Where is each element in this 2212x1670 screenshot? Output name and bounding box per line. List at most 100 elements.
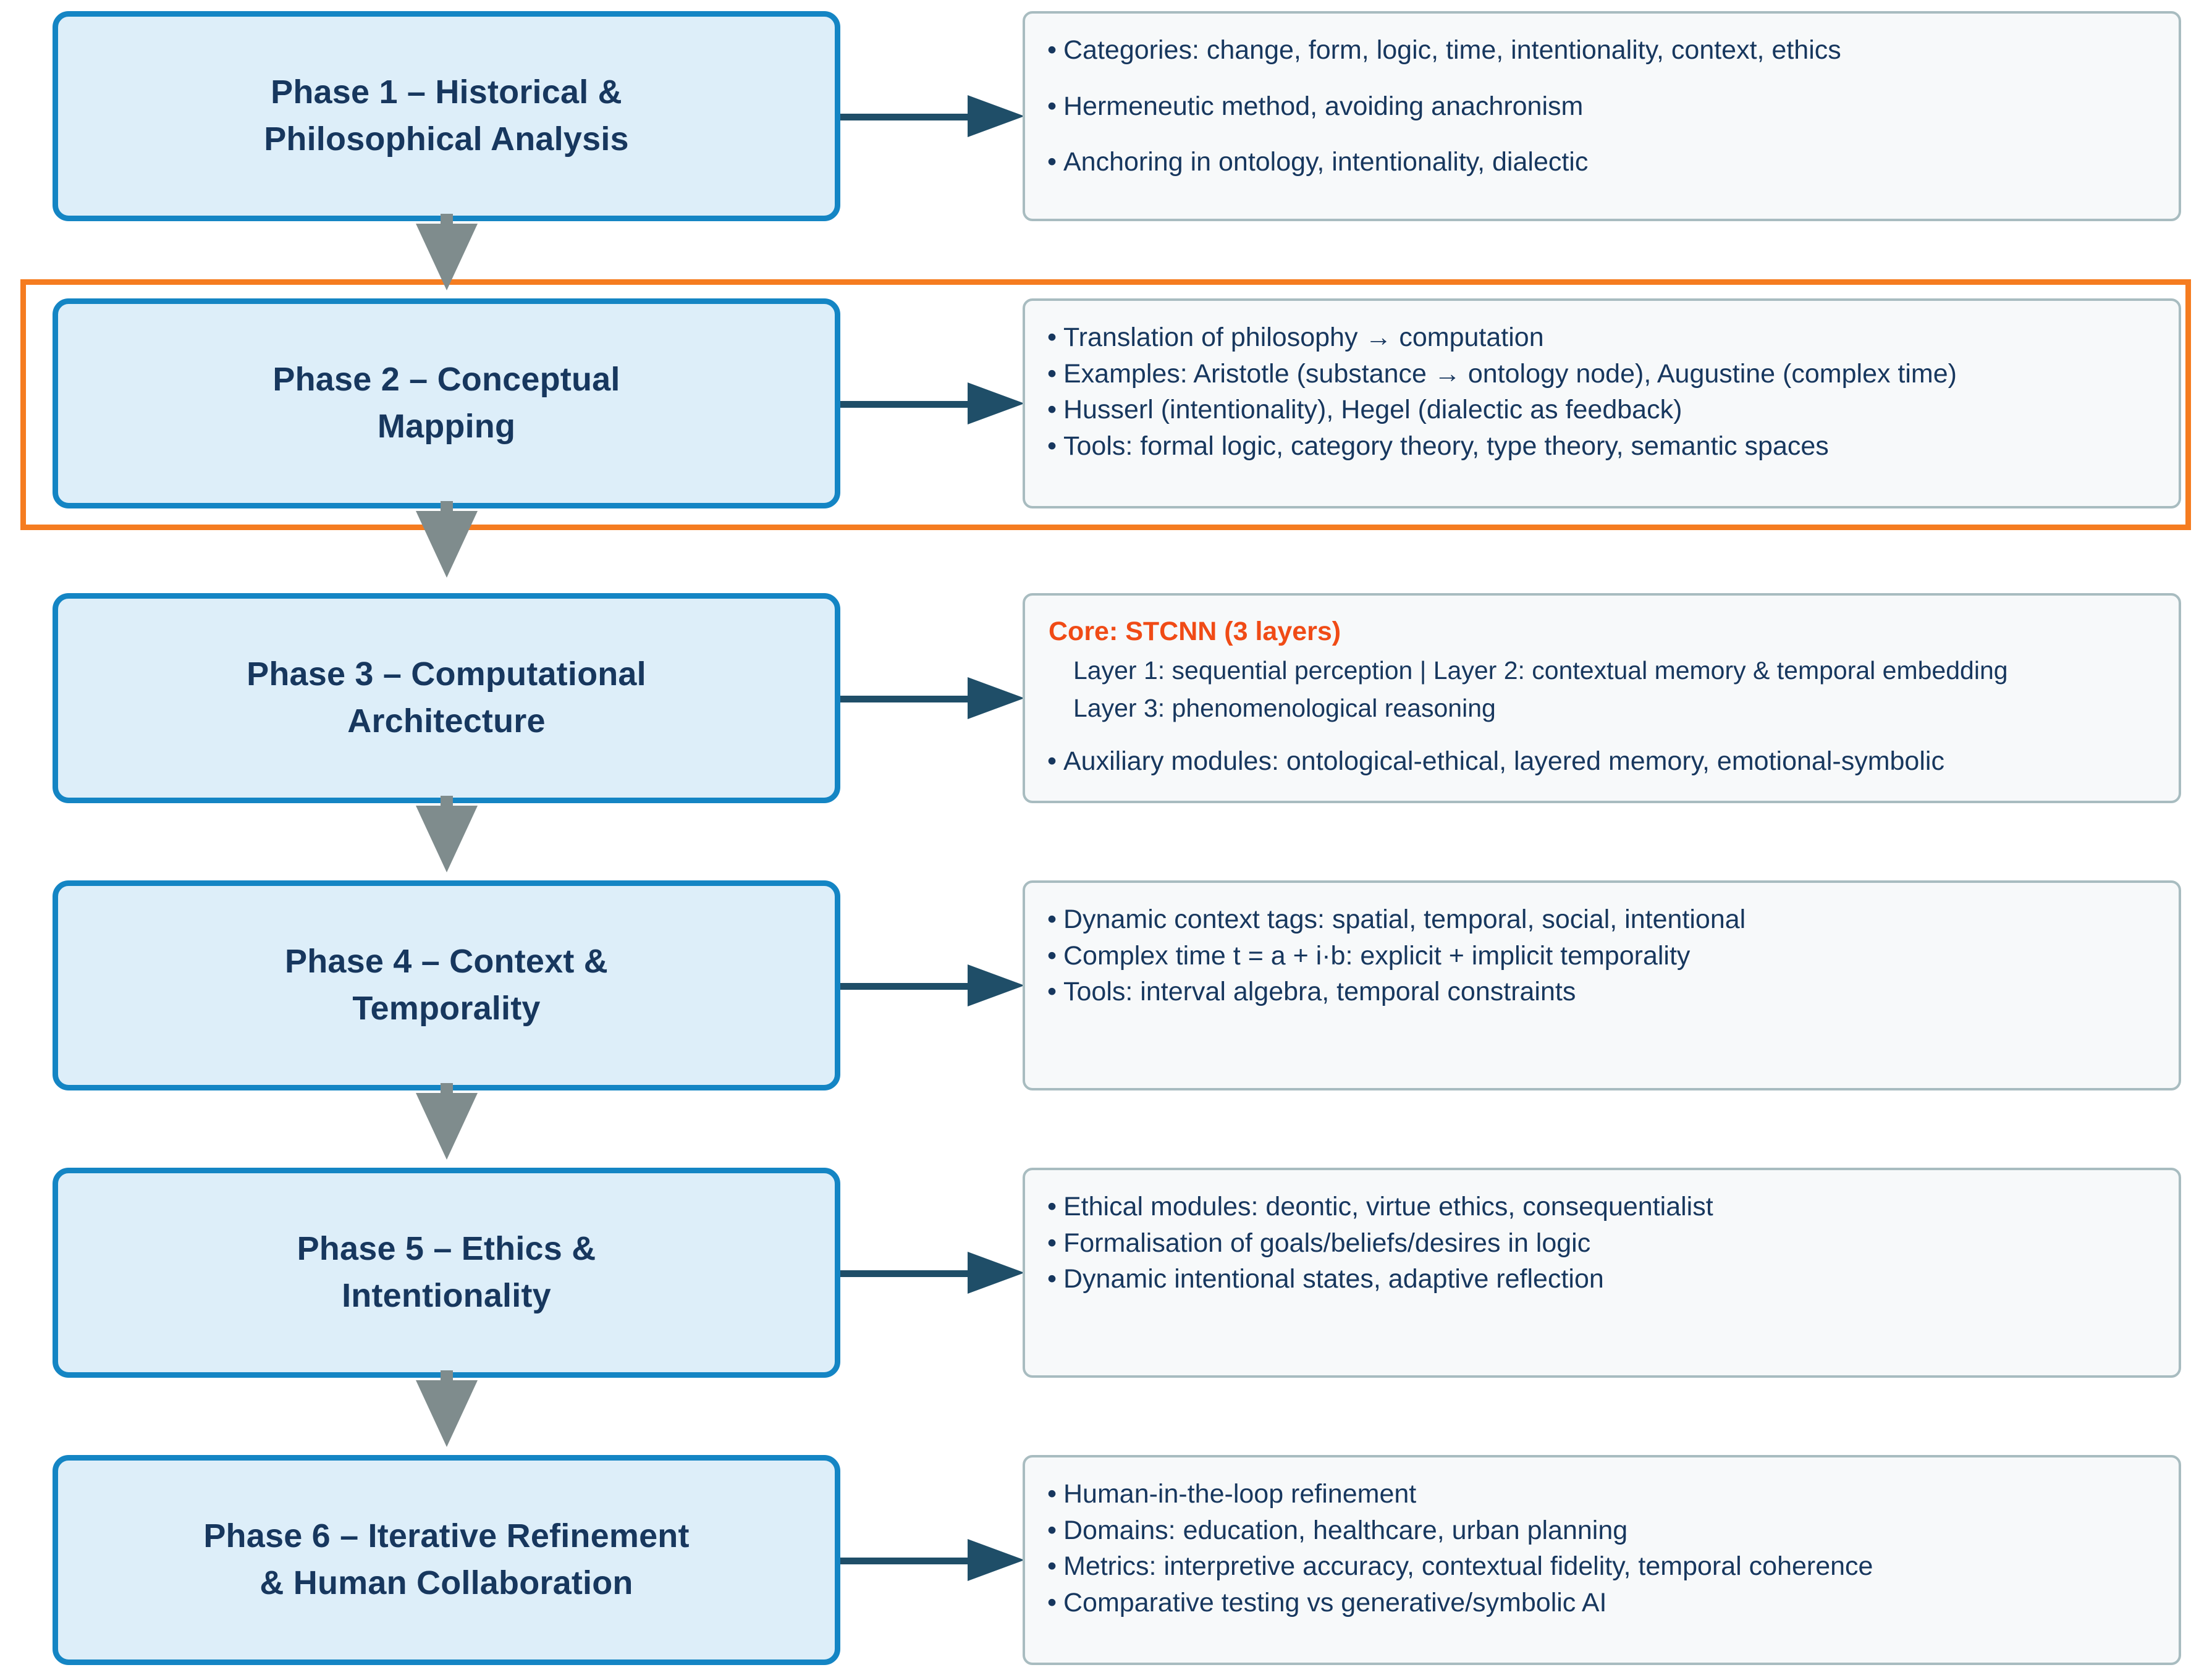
phase-to-detail-arrow-icon [840, 95, 1026, 137]
flow-arrow-down-icon [416, 501, 478, 578]
detail-bullet: •Comparative testing vs generative/symbo… [1047, 1587, 2156, 1619]
phase-title-line-2: Intentionality [342, 1277, 551, 1314]
bullet-dot-icon: • [1047, 1264, 1057, 1294]
phase-to-detail-arrow-icon [840, 1252, 1026, 1294]
bullet-text: Husserl (intentionality), Hegel (dialect… [1063, 395, 1682, 425]
phase-to-detail-arrow-icon [840, 382, 1026, 424]
detail-bullet: •Ethical modules: deontic, virtue ethics… [1047, 1191, 2156, 1223]
phase-to-detail-arrow-icon [840, 964, 1026, 1006]
bullet-dot-icon: • [1047, 323, 1057, 352]
phase-title-line-2: Temporality [352, 990, 541, 1027]
detail-box-2: •Translation of philosophy → computation… [1023, 298, 2181, 508]
bullet-dot-icon: • [1047, 1515, 1057, 1545]
detail-bullet: •Domains: education, healthcare, urban p… [1047, 1515, 2156, 1547]
flow-arrow-down-icon [416, 1083, 478, 1160]
flow-arrow-down-icon [416, 1370, 478, 1447]
flow-arrow-down-icon [416, 796, 478, 872]
bullet-dot-icon: • [1047, 1228, 1057, 1258]
bullet-text: Tools: formal logic, category theory, ty… [1063, 431, 1829, 461]
bullet-text: Metrics: interpretive accuracy, contextu… [1063, 1551, 1873, 1582]
detail-bullet: •Dynamic context tags: spatial, temporal… [1047, 904, 2156, 936]
detail-box-6: •Human-in-the-loop refinement•Domains: e… [1023, 1455, 2181, 1665]
core-heading: Core: STCNN (3 layers) [1049, 617, 1341, 646]
phase-row: Phase 1 – Historical & Philosophical Anal… [0, 11, 2212, 221]
phase-title-line-1: Phase 6 – Iterative Refinement [203, 1517, 690, 1555]
core-subline: Layer 1: sequential perception | Layer 2… [1073, 656, 2008, 685]
bullet-dot-icon: • [1047, 1192, 1057, 1221]
phase-to-detail-arrow-icon [840, 1539, 1026, 1581]
phase-title-line-2: Architecture [347, 702, 546, 740]
bullet-dot-icon: • [1047, 977, 1057, 1007]
bullet-text: Domains: education, healthcare, urban pl… [1063, 1515, 1628, 1545]
bullet-dot-icon: • [1047, 147, 1057, 177]
bullet-dot-icon: • [1047, 940, 1057, 971]
phase-title: Phase 4 – Context &Temporality [270, 938, 623, 1032]
detail-box-3: Core: STCNN (3 layers) Layer 1: sequentia… [1023, 593, 2181, 803]
detail-box-5: •Ethical modules: deontic, virtue ethics… [1023, 1168, 2181, 1378]
bullet-dot-icon: • [1047, 1551, 1057, 1582]
phase-to-detail-arrow-icon [840, 677, 1026, 719]
bullet-text: Complex time t = a + i·b: explicit + imp… [1063, 940, 1691, 971]
phase-box-6[interactable]: Phase 6 – Iterative Refinement & Human Co… [53, 1455, 840, 1665]
bullet-text: Anchoring in ontology, intentionality, d… [1063, 147, 1589, 177]
bullet-text: Comparative testing vs generative/symbol… [1063, 1587, 1607, 1617]
phase-row: Phase 4 – Context &Temporality•Dynamic c… [0, 880, 2212, 1090]
phase-title-line-1: Phase 3 – Computational [247, 656, 646, 693]
bullet-text: Human-in-the-loop refinement [1063, 1479, 1417, 1509]
bullet-dot-icon: • [1047, 395, 1057, 425]
detail-bullet: •Auxiliary modules: ontological-ethical,… [1047, 746, 2156, 778]
core-subline: Layer 3: phenomenological reasoning [1073, 694, 1496, 723]
bullet-dot-icon: • [1047, 431, 1057, 461]
phase-title-line-1: Phase 2 – Conceptual [272, 361, 620, 399]
phase-title-line-2: & Human Collaboration [260, 1564, 633, 1601]
detail-bullet: •Metrics: interpretive accuracy, context… [1047, 1551, 2156, 1583]
phase-row: Phase 5 – Ethics &Intentionality•Ethical… [0, 1168, 2212, 1378]
detail-bullet: •Complex time t = a + i·b: explicit + im… [1047, 940, 2156, 972]
bullet-dot-icon: • [1047, 1587, 1057, 1617]
phase-title: Phase 6 – Iterative Refinement & Human Co… [188, 1513, 704, 1606]
detail-bullet: •Human-in-the-loop refinement [1047, 1478, 2156, 1511]
bullet-text: Dynamic intentional states, adaptive ref… [1063, 1264, 1604, 1294]
phase-row: Phase 6 – Iterative Refinement & Human Co… [0, 1455, 2212, 1665]
detail-bullet: •Dynamic intentional states, adaptive re… [1047, 1263, 2156, 1296]
bullet-text: Tools: interval algebra, temporal constr… [1063, 977, 1576, 1007]
bullet-text: Dynamic context tags: spatial, temporal,… [1063, 905, 1746, 934]
detail-bullet: •Translation of philosophy → computation [1047, 322, 2156, 354]
detail-bullet: •Categories: change, form, logic, time, … [1047, 35, 2156, 67]
bullet-text: Examples: Aristotle (substance → ontolog… [1063, 358, 1957, 389]
detail-bullet: •Examples: Aristotle (substance → ontolo… [1047, 358, 2156, 390]
flow-arrow-down-icon [416, 214, 478, 290]
detail-box-4: •Dynamic context tags: spatial, temporal… [1023, 880, 2181, 1090]
phase-title: Phase 5 – Ethics & Intentionality [282, 1226, 611, 1319]
detail-bullet: •Anchoring in ontology, intentionality, … [1047, 146, 2156, 179]
bullet-text: Ethical modules: deontic, virtue ethics,… [1063, 1192, 1713, 1221]
bullet-text: Categories: change, form, logic, time, i… [1063, 35, 1841, 65]
bullet-text: Hermeneutic method, avoiding anachronism [1063, 91, 1584, 121]
bullet-text: Formalisation of goals/beliefs/desires i… [1063, 1228, 1591, 1258]
detail-box-1: •Categories: change, form, logic, time, … [1023, 11, 2181, 221]
bullet-dot-icon: • [1047, 35, 1057, 65]
detail-bullet: •Tools: interval algebra, temporal const… [1047, 976, 2156, 1008]
detail-bullet: •Formalisation of goals/beliefs/desires … [1047, 1228, 2156, 1260]
detail-bullet: •Tools: formal logic, category theory, t… [1047, 431, 2156, 463]
phase-title: Phase 1 – Historical & Philosophical Anal… [249, 69, 644, 162]
phase-title-line-2: Mapping [377, 408, 516, 445]
bullet-dot-icon: • [1047, 358, 1057, 389]
bullet-text: Auxiliary modules: ontological-ethical, … [1063, 746, 1944, 777]
bullet-dot-icon: • [1047, 746, 1057, 777]
phase-title-line-2: Philosophical Analysis [264, 120, 629, 158]
phase-title-line-1: Phase 5 – Ethics & [297, 1230, 596, 1268]
phase-box-1[interactable]: Phase 1 – Historical & Philosophical Anal… [53, 11, 840, 221]
bullet-dot-icon: • [1047, 1479, 1057, 1509]
phase-title-line-1: Phase 1 – Historical & [271, 74, 622, 111]
phase-box-5[interactable]: Phase 5 – Ethics & Intentionality [53, 1168, 840, 1378]
bullet-text: Translation of philosophy → computation [1063, 323, 1544, 352]
phase-box-4[interactable]: Phase 4 – Context &Temporality [53, 880, 840, 1090]
